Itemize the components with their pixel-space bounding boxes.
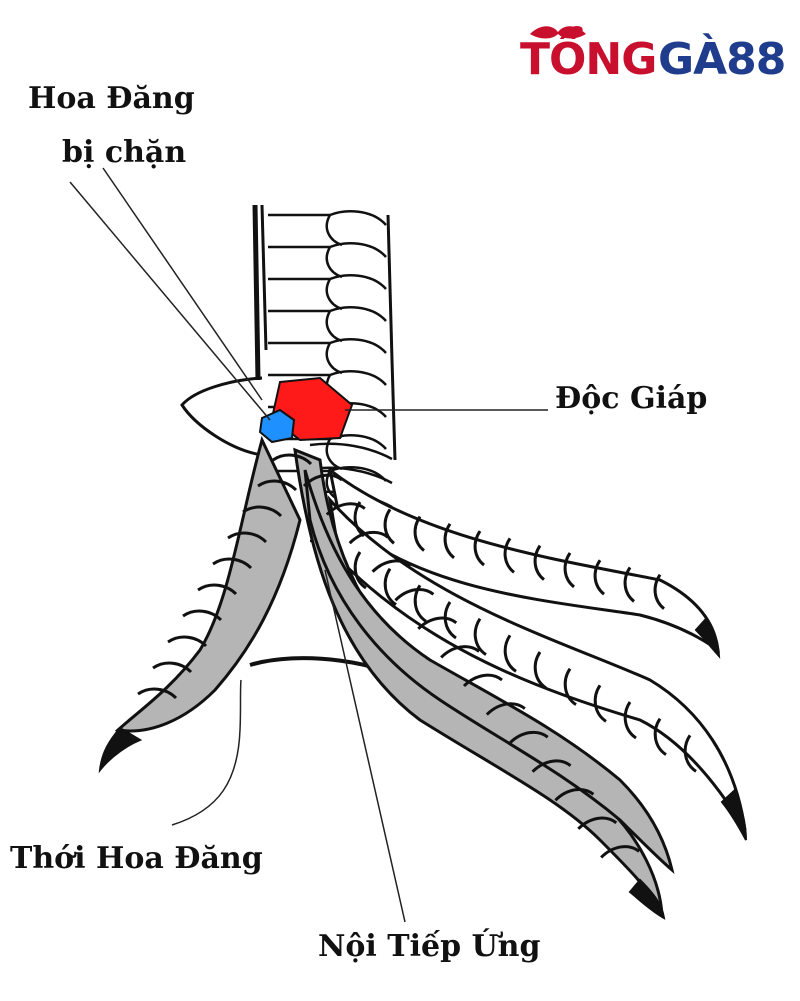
leader-noi-tiep-ung: [324, 569, 406, 923]
shank-scale-edge: [325, 310, 343, 343]
left-toe-segment: [167, 635, 208, 648]
leader-hoa-dang-lower: [69, 181, 271, 421]
claws: [98, 618, 747, 920]
logo-text-part1: TỔNG: [520, 34, 657, 85]
lower-right-toe-segment: [623, 701, 637, 740]
tong-ga88-logo: TỔNG GÀ88: [520, 22, 786, 102]
left-toe-segment: [227, 531, 268, 544]
upper-right-toe-segment: [623, 566, 636, 603]
upper-right-toe-segment: [503, 537, 516, 574]
left-toe-segment: [152, 661, 193, 674]
upper-right-toe-segment: [563, 552, 576, 589]
lower-right-toe-segment: [443, 601, 457, 640]
claw-right-high: [694, 618, 721, 659]
shank-scale-row: [268, 306, 387, 322]
shank-scale-edge: [325, 214, 343, 247]
label-hoa-dang-line1: Hoa Đăng: [28, 81, 195, 116]
lower-right-toe-segment: [533, 651, 547, 690]
lower-right-toe-segment: [593, 684, 607, 723]
lower-scale-row: [309, 442, 393, 461]
label-hoa-dang-line2: bị chặn: [62, 135, 187, 170]
center-gray-toe: [303, 469, 675, 875]
label-doc-giap: Độc Giáp: [555, 381, 708, 416]
shank-scale-edge: [325, 278, 343, 311]
left-toe-segment: [272, 453, 313, 466]
lower-right-toe-segment: [503, 634, 517, 673]
middle-toe-segment: [394, 588, 435, 602]
shank-scale-row: [268, 274, 387, 290]
claw-left: [98, 726, 143, 774]
lower-right-toe-segment: [473, 617, 487, 656]
upper-right-toe-segment: [473, 530, 486, 567]
lower-right-toe-segment: [383, 567, 397, 606]
upper-right-toe-segment: [443, 522, 456, 559]
label-thoi-hoa-dang: Thới Hoa Đăng: [10, 841, 263, 876]
shank-scale-edge: [325, 342, 343, 375]
middle-toe-segment: [577, 816, 618, 830]
upper-right-toe-segment: [533, 544, 546, 581]
lower-right-toe-segment: [563, 667, 577, 706]
shank-scale-row: [268, 242, 387, 258]
upper-right-toe-segment: [653, 573, 666, 610]
left-toe-segment: [182, 609, 223, 622]
lower-right-toe-segment: [353, 551, 367, 590]
middle-toe-segment: [485, 702, 526, 716]
gray-toe-segments: [137, 453, 641, 859]
leg-shank: [252, 204, 397, 461]
label-noi-tiep-ung: Nội Tiếp Ứng: [318, 929, 541, 964]
shank-scale-row: [268, 338, 387, 354]
spur-loop: [180, 376, 263, 457]
lower-right-toe-segment: [683, 734, 697, 773]
middle-toe-segment: [302, 473, 343, 488]
claw-bottom: [628, 878, 666, 920]
claw-right-low: [720, 788, 747, 841]
middle-toe-segment: [508, 730, 549, 745]
shank-scale-edge: [325, 246, 343, 279]
middle-toe-segment: [325, 502, 366, 516]
leader-hoa-dang-upper: [102, 167, 263, 401]
left-toe-segment: [197, 583, 238, 596]
middle-toe-segment: [371, 559, 412, 573]
middle-toe-segment: [462, 673, 503, 688]
middle-toe-segment: [600, 845, 641, 859]
lower-right-toe-segment: [653, 717, 667, 756]
leader-thoi-hoa-dang: [171, 679, 242, 826]
leader-lines: [69, 167, 548, 923]
middle-toe-segment: [554, 788, 595, 802]
left-toe-segment: [257, 479, 298, 492]
middle-toe-segment: [440, 645, 481, 659]
left-toe-segment: [137, 687, 178, 700]
upper-right-toe-segment: [413, 515, 426, 552]
shank-scale-row: [268, 210, 387, 226]
middle-toe-segment: [531, 759, 572, 773]
left-toe-segment: [212, 557, 253, 570]
shank-scale-row: [268, 370, 387, 386]
logo-text-part2: GÀ88: [658, 34, 786, 85]
upper-right-toe-segment: [383, 508, 396, 545]
middle-toe-segment: [417, 616, 458, 630]
left-toe-segment: [242, 505, 283, 518]
logo-ribbon-icon: [530, 26, 586, 39]
upper-right-toe-segment: [593, 559, 606, 596]
middle-toe-segment: [348, 530, 389, 545]
